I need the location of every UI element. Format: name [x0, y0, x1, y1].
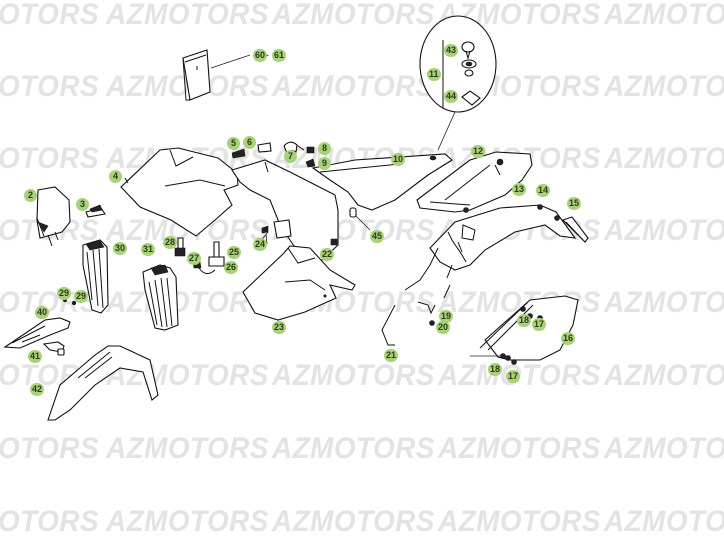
part-callout-9[interactable]: 9 [318, 157, 331, 170]
part-callout-28[interactable]: 28 [163, 236, 178, 249]
part-callout-27[interactable]: 27 [187, 252, 202, 265]
fork-guard[interactable] [3, 317, 71, 349]
right-radiator-shroud[interactable] [242, 245, 356, 321]
part-callout-29[interactable]: 29 [57, 287, 72, 300]
seat[interactable] [311, 153, 453, 211]
part-callout-14[interactable]: 14 [536, 184, 551, 197]
front-fender[interactable] [47, 345, 159, 421]
part-callout-22[interactable]: 22 [320, 248, 335, 261]
part-callout-61[interactable]: 61 [272, 49, 287, 62]
part-callout-18[interactable]: 18 [517, 314, 532, 327]
tail-light-part[interactable] [561, 216, 589, 243]
part-callout-17[interactable]: 17 [532, 318, 547, 331]
fuel-cap-assembly[interactable] [419, 15, 497, 151]
clip-part[interactable] [85, 204, 106, 218]
part-callout-19[interactable]: 19 [439, 310, 454, 323]
part-callout-60[interactable]: 60 [253, 49, 268, 62]
rear-fender[interactable] [429, 204, 577, 271]
part-callout-26[interactable]: 26 [224, 261, 239, 274]
part-callout-43[interactable]: 43 [444, 44, 459, 57]
part-callout-11[interactable]: 11 [427, 68, 441, 81]
part-callout-41[interactable]: 41 [28, 350, 43, 363]
side-panel[interactable] [470, 295, 579, 365]
part-callout-10[interactable]: 10 [391, 153, 406, 166]
part-callout-2[interactable]: 2 [24, 189, 37, 202]
left-radiator-shroud[interactable] [120, 147, 239, 237]
part-callout-13[interactable]: 13 [512, 183, 527, 196]
part-callout-4[interactable]: 4 [109, 170, 122, 183]
part-callout-23[interactable]: 23 [272, 321, 287, 334]
mud-guard[interactable] [381, 247, 453, 346]
part-callout-25[interactable]: 25 [227, 246, 242, 259]
part-callout-24[interactable]: 24 [253, 238, 268, 251]
part-callout-42[interactable]: 42 [30, 383, 45, 396]
tank-cover[interactable] [231, 159, 339, 263]
left-radiator-grille[interactable] [82, 239, 109, 314]
part-callout-7[interactable]: 7 [284, 150, 297, 163]
bracket-part[interactable] [42, 341, 65, 356]
part-callout-45[interactable]: 45 [370, 230, 385, 243]
part-callout-6[interactable]: 6 [243, 136, 256, 149]
part-callout-29[interactable]: 29 [74, 290, 89, 303]
headlight-mask[interactable] [36, 186, 71, 247]
part-callout-15[interactable]: 15 [567, 197, 582, 210]
part-callout-21[interactable]: 21 [384, 349, 399, 362]
right-radiator-grille[interactable] [142, 264, 179, 331]
part-callout-30[interactable]: 30 [113, 242, 128, 255]
part-callout-40[interactable]: 40 [35, 306, 50, 319]
air-box-cover[interactable] [416, 151, 533, 213]
grommet-part[interactable] [349, 207, 371, 231]
part-callout-5[interactable]: 5 [227, 137, 240, 150]
part-callout-3[interactable]: 3 [76, 198, 89, 211]
callout-separator: - [266, 50, 269, 60]
number-plate-sticker[interactable] [182, 49, 251, 101]
part-callout-18[interactable]: 18 [488, 363, 503, 376]
part-callout-16[interactable]: 16 [561, 332, 576, 345]
part-callout-8[interactable]: 8 [318, 142, 331, 155]
part-callout-12[interactable]: 12 [471, 145, 486, 158]
part-callout-31[interactable]: 31 [141, 243, 156, 256]
part-callout-17[interactable]: 17 [506, 370, 521, 383]
part-callout-20[interactable]: 20 [436, 321, 451, 334]
part-callout-44[interactable]: 44 [444, 90, 459, 103]
